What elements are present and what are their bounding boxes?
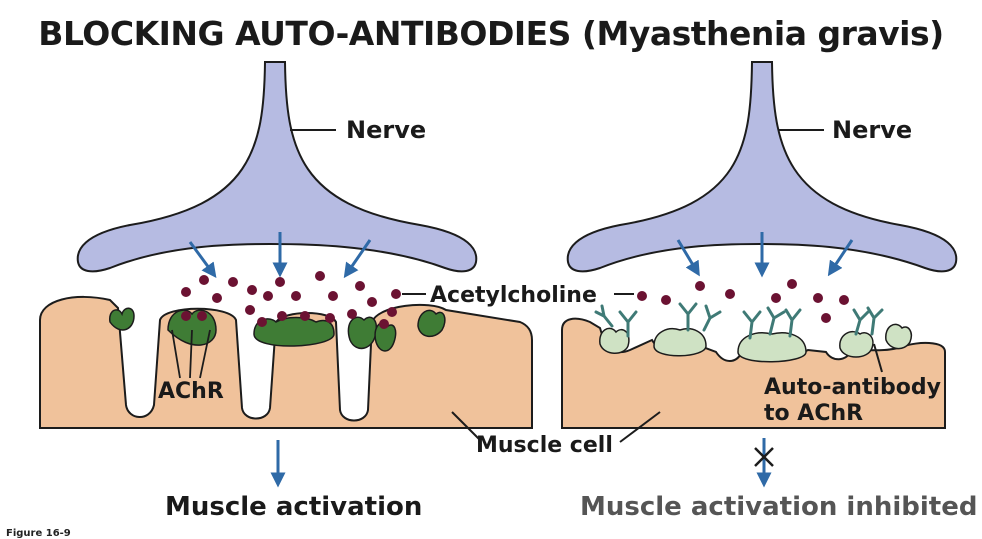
diagram-title: BLOCKING AUTO-ANTIBODIES (Myasthenia gra…: [38, 14, 944, 53]
block-x-icon: [754, 447, 774, 467]
release-arrow-right-1: [676, 239, 700, 277]
acetylcholine-molecules-right: [637, 279, 849, 323]
blocked-receptor-right-2: [653, 328, 707, 357]
achr-receptor-left-1: [109, 307, 135, 331]
right-panel-blocked: Acetylcholine Nerve Auto-antibody to ACh…: [402, 61, 977, 522]
muscle-activation-label: Muscle activation: [165, 492, 422, 522]
auto-antibody-label-line2: to AChR: [764, 401, 863, 426]
acetylcholine-label: Acetylcholine: [430, 283, 597, 308]
muscle-cell-pointer-left: [451, 411, 481, 441]
nerve-label-left: Nerve: [346, 116, 426, 144]
release-arrow-left-3: [343, 239, 372, 279]
auto-antibodies: [594, 302, 884, 340]
nerve-terminal-right: [566, 61, 958, 273]
left-panel-normal: AChR Nerve Muscle activation: [39, 61, 533, 522]
nerve-terminal-left: [76, 61, 478, 273]
auto-antibody-pointer: [873, 343, 883, 373]
release-arrow-right-3: [827, 239, 854, 277]
achr-pointer-lines: [171, 329, 211, 379]
blocked-receptor-right-3: [737, 332, 807, 363]
achr-receptor-left-5: [374, 322, 397, 352]
achr-receptor-left-3: [253, 316, 335, 347]
auto-antibody-label-line1: Auto-antibody: [764, 375, 941, 400]
achr-receptor-left-6: [417, 309, 446, 338]
release-arrow-left-1: [188, 241, 217, 279]
muscle-cell-left: [39, 296, 533, 429]
acetylcholine-molecules-left: [181, 271, 401, 329]
muscle-cell-pointer-right: [619, 411, 661, 443]
blocked-receptor-right-1: [599, 327, 630, 354]
muscle-cell-label: Muscle cell: [476, 433, 613, 458]
blocked-receptor-right-5: [885, 323, 913, 350]
achr-label: AChR: [158, 379, 224, 404]
nerve-label-right: Nerve: [832, 116, 912, 144]
muscle-activation-inhibited-label: Muscle activation inhibited: [580, 492, 977, 522]
figure-caption: Figure 16-9: [6, 528, 71, 539]
achr-receptor-left-4: [347, 316, 378, 350]
blocked-receptor-right-4: [839, 330, 874, 358]
